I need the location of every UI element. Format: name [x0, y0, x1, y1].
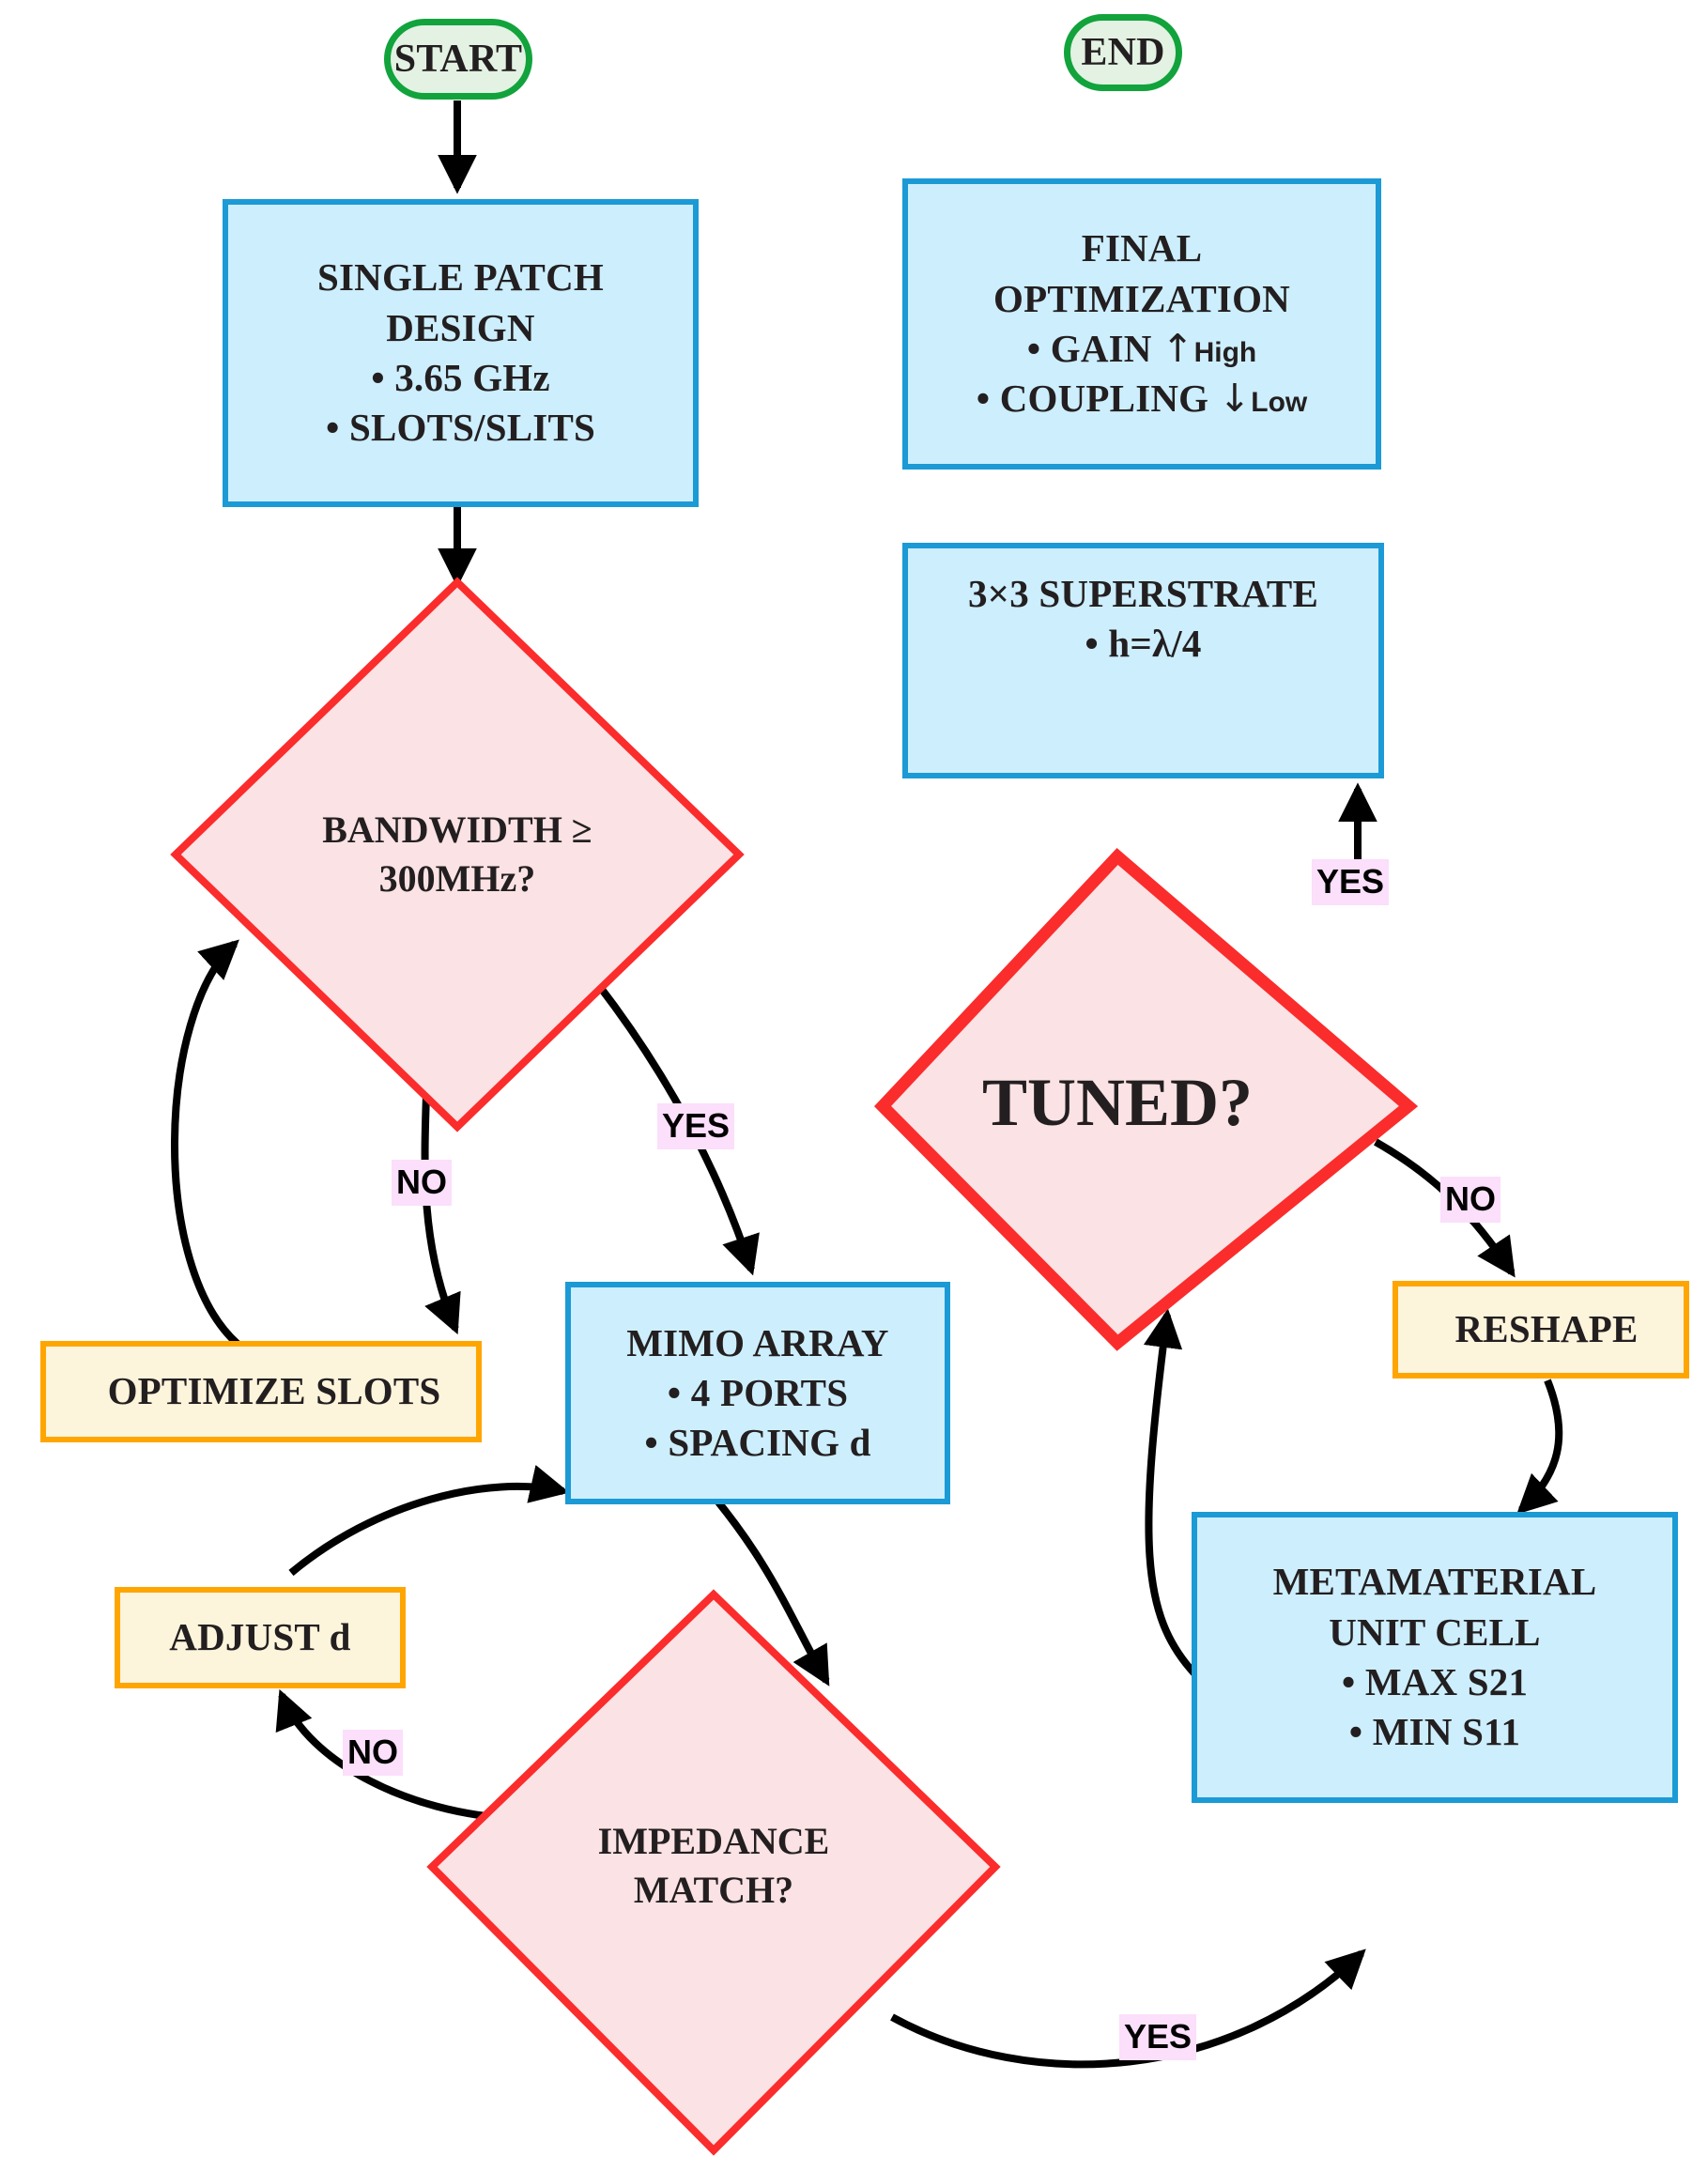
node-superstrate[interactable]: 3×3 SUPERSTRATE • h=λ/4	[902, 543, 1384, 778]
edge-metamaterial-to-tuned	[1143, 1308, 1197, 1676]
node-tuned-decision[interactable]: TUNED?	[930, 1052, 1305, 1155]
bandwidth-line-1: BANDWIDTH ≥	[322, 809, 592, 851]
decision-bandwidth-shape	[170, 577, 745, 1132]
start-label: START	[393, 37, 523, 81]
node-adjust-d[interactable]: ADJUST d	[115, 1587, 406, 1688]
superstrate-bullet-1: • h=λ/4	[1085, 622, 1202, 666]
node-optimize-slots[interactable]: OPTIMIZE SLOTS	[40, 1341, 482, 1442]
coupling-text: • COUPLING	[976, 377, 1209, 421]
impedance-line-1: IMPEDANCE	[597, 1820, 830, 1862]
single-patch-bullet-1: • 3.65 GHz	[371, 356, 550, 399]
decision-impedance-shape	[426, 1589, 1001, 2156]
mimo-array-bullet-1: • 4 PORTS	[667, 1370, 849, 1414]
node-mimo-array[interactable]: MIMO ARRAY • 4 PORTS • SPACING d	[565, 1282, 950, 1504]
node-impedance-match-decision[interactable]: IMPEDANCE MATCH?	[488, 1795, 939, 1936]
impedance-line-2: MATCH?	[633, 1869, 794, 1911]
final-optimization-bullet-1: • GAIN ↑High	[1027, 324, 1257, 374]
decision-tuned-shape	[873, 848, 1419, 1351]
edge-impedance-no-to-adjust-d	[275, 1688, 508, 1822]
metamaterial-title-2: UNIT CELL	[1329, 1610, 1541, 1654]
gain-text: • GAIN	[1026, 327, 1152, 370]
gain-sub: High	[1193, 337, 1257, 368]
metamaterial-bullet-1: • MAX S21	[1341, 1660, 1529, 1703]
superstrate-title: 3×3 SUPERSTRATE	[967, 572, 1319, 615]
optimize-slots-label: OPTIMIZE SLOTS	[107, 1369, 441, 1413]
node-final-optimization[interactable]: FINAL OPTIMIZATION • GAIN ↑High • COUPLI…	[902, 178, 1381, 470]
final-optimization-title-2: OPTIMIZATION	[992, 276, 1290, 320]
end-label: END	[1081, 30, 1165, 74]
edge-optimize-slots-to-bandwidth	[171, 939, 241, 1348]
edge-label-bandwidth-no: NO	[392, 1160, 452, 1206]
single-patch-bullet-2: • SLOTS/SLITS	[325, 406, 596, 450]
node-metamaterial-unit-cell[interactable]: METAMATERIAL UNIT CELL • MAX S21 • MIN S…	[1192, 1512, 1678, 1803]
edge-label-tuned-yes: YES	[1312, 859, 1390, 905]
edge-label-impedance-yes: YES	[1119, 2014, 1197, 2060]
node-end[interactable]: END	[1064, 14, 1182, 91]
node-reshape[interactable]: RESHAPE	[1393, 1281, 1689, 1379]
bandwidth-line-2: 300MHz?	[378, 857, 536, 900]
reshape-label: RESHAPE	[1454, 1307, 1639, 1351]
final-optimization-bullet-2: • COUPLING ↓Low	[977, 374, 1308, 424]
metamaterial-title-1: METAMATERIAL	[1272, 1560, 1597, 1604]
mimo-array-bullet-2: • SPACING d	[644, 1421, 871, 1465]
edge-mimo-array-to-impedance-match	[692, 1471, 830, 1687]
node-start[interactable]: START	[384, 19, 532, 100]
final-optimization-title-1: FINAL	[1081, 226, 1203, 270]
edge-label-bandwidth-yes: YES	[657, 1103, 735, 1149]
metamaterial-bullet-2: • MIN S11	[1348, 1710, 1521, 1754]
node-single-patch-design[interactable]: SINGLE PATCH DESIGN • 3.65 GHz • SLOTS/S…	[223, 199, 699, 507]
adjust-d-label: ADJUST d	[169, 1615, 351, 1659]
edge-reshape-to-metamaterial	[1516, 1379, 1563, 1515]
edge-adjust-d-to-mimo-array	[288, 1465, 570, 1577]
mimo-array-title: MIMO ARRAY	[626, 1320, 889, 1364]
edge-impedance-yes-to-metamaterial	[890, 1949, 1366, 2069]
coupling-sub: Low	[1251, 387, 1308, 419]
node-bandwidth-decision[interactable]: BANDWIDTH ≥ 300MHz?	[223, 784, 692, 925]
tuned-label: TUNED?	[981, 1065, 1254, 1141]
single-patch-title-1: SINGLE PATCH	[316, 255, 604, 300]
arrow-down-icon: ↓	[1218, 376, 1252, 422]
arrow-up-icon: ↑	[1162, 326, 1194, 371]
edge-label-impedance-no: NO	[343, 1730, 403, 1776]
edge-label-tuned-no: NO	[1440, 1177, 1500, 1223]
single-patch-title-2: DESIGN	[386, 305, 535, 349]
